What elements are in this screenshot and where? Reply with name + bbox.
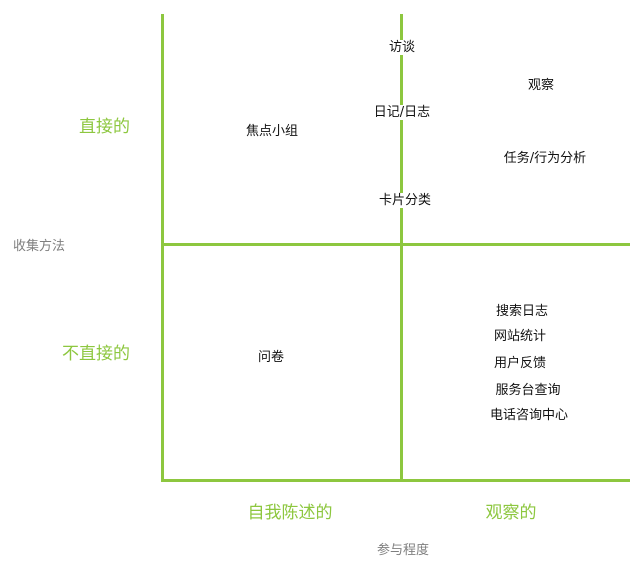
y-axis-title: 收集方法 [13, 239, 66, 254]
method-card-sorting: 卡片分类 [374, 193, 436, 208]
vertical-divider-line [400, 14, 403, 482]
method-helpdesk-queries: 服务台查询 [491, 383, 565, 398]
x-category-self-reported: 自我陈述的 [247, 503, 333, 523]
method-focus-group: 焦点小组 [241, 124, 303, 139]
method-user-feedback: 用户反馈 [489, 356, 551, 371]
y-category-indirect: 不直接的 [62, 344, 130, 364]
method-web-analytics: 网站统计 [489, 329, 551, 344]
method-survey: 问卷 [253, 350, 289, 365]
horizontal-axis-line [161, 479, 630, 482]
method-task-analysis: 任务/行为分析 [499, 151, 591, 166]
vertical-axis-line [161, 14, 164, 482]
method-observation: 观察 [523, 78, 559, 93]
method-interview: 访谈 [384, 40, 420, 55]
horizontal-divider-line [161, 243, 630, 246]
method-diary: 日记/日志 [369, 105, 435, 120]
x-axis-title: 参与程度 [376, 543, 430, 558]
method-search-logs: 搜索日志 [491, 304, 553, 319]
y-category-direct: 直接的 [79, 117, 130, 137]
x-category-observed: 观察的 [485, 503, 537, 523]
method-call-center: 电话咨询中心 [485, 408, 573, 423]
